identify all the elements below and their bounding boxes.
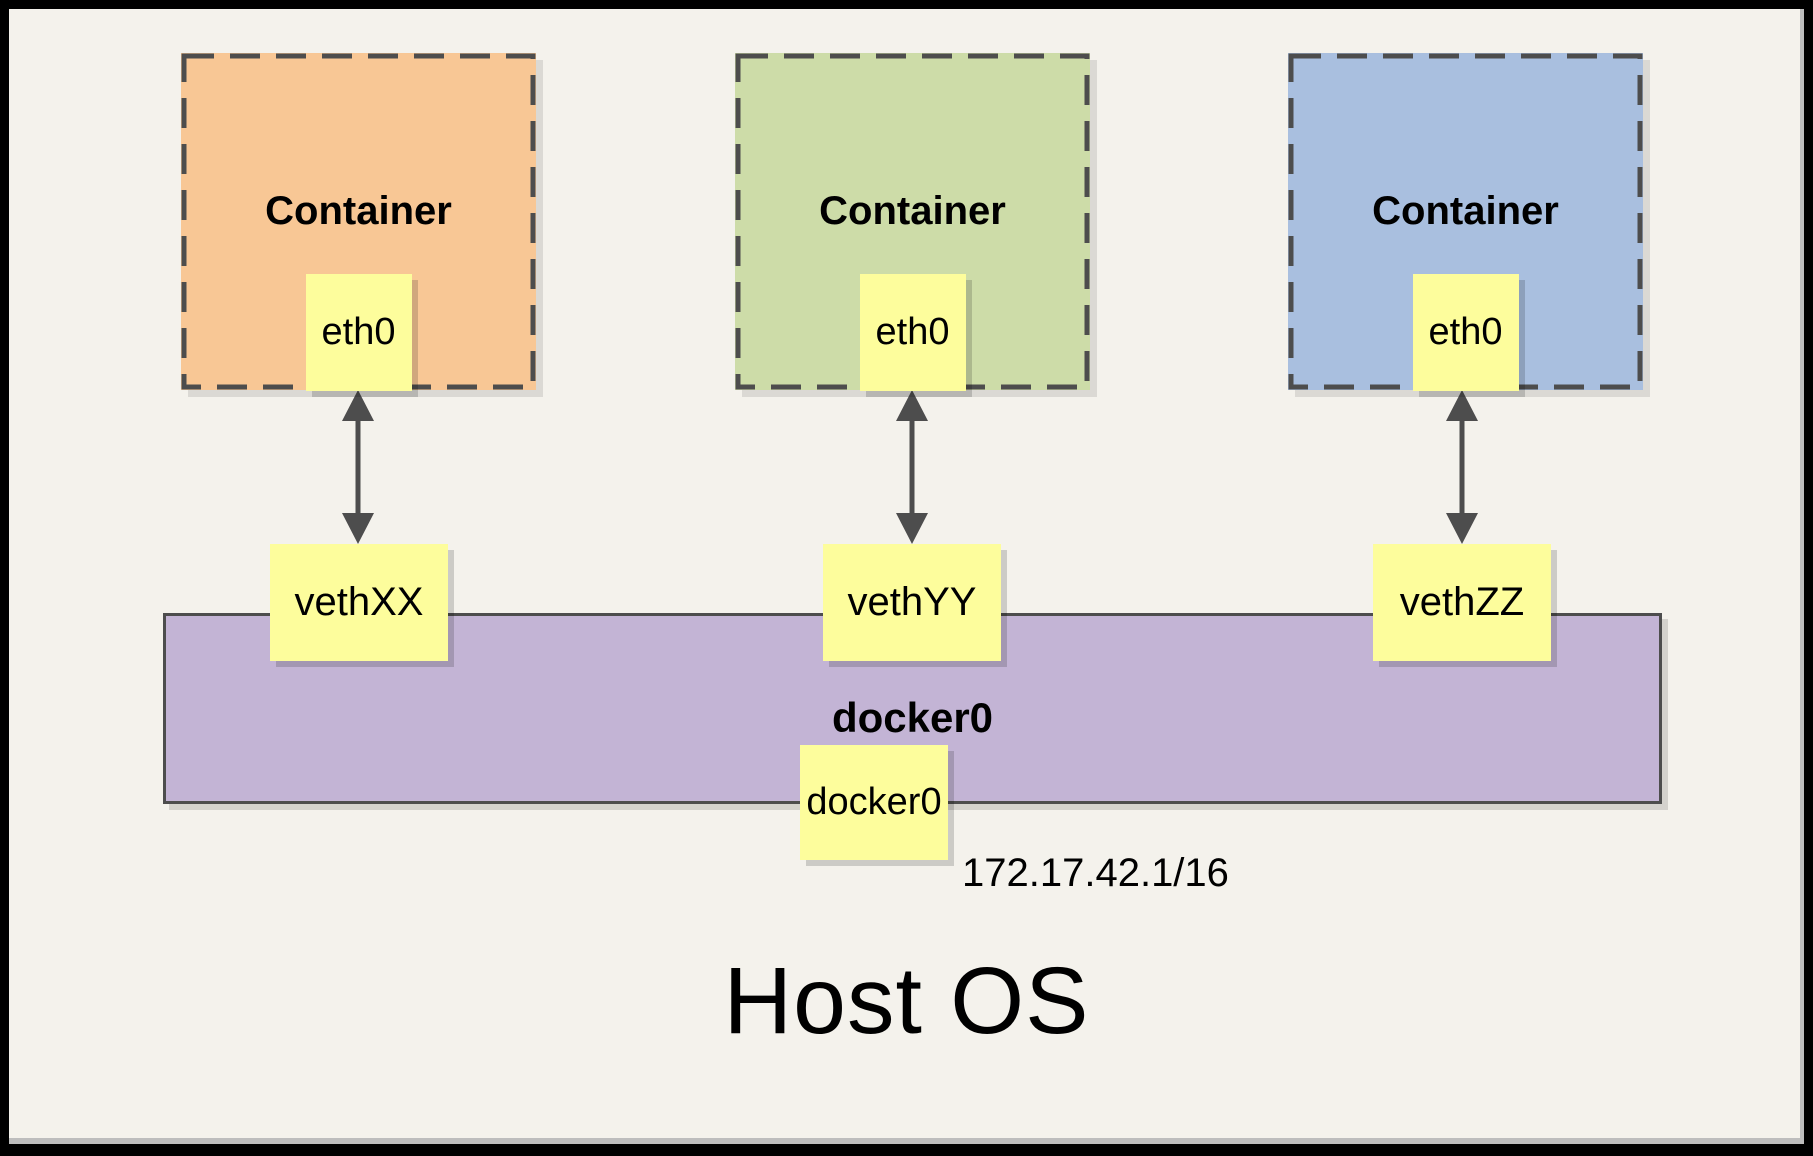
veth-interface-note: vethXX [270,544,448,661]
veth-link-arrow [342,390,374,544]
docker0-bridge-label: docker0 [831,694,994,741]
eth0-interface-label: eth0 [321,311,396,353]
veth-interface-label: vethZZ [1399,580,1525,624]
container-box-3: Container eth0 [1288,53,1643,391]
veth-link-arrow [1446,390,1478,544]
eth0-interface-label: eth0 [1428,311,1503,353]
veth-interface-label: vethYY [847,580,977,624]
eth0-interface-note: eth0 [305,274,412,391]
docker0-interface-label: docker0 [806,781,942,823]
host-os-label: Host OS [723,948,1090,1054]
veth-interface-label: vethXX [294,580,424,624]
container-box-2: Container eth0 [735,53,1090,391]
container-label: Container [1372,189,1559,233]
docker0-interface-note: docker0 [800,745,948,860]
container-label: Container [819,189,1006,233]
eth0-interface-note: eth0 [1412,274,1519,391]
veth-interface-note: vethZZ [1373,544,1551,661]
container-label: Container [265,189,452,233]
veth-interface-note: vethYY [823,544,1001,661]
container-box-1: Container eth0 [181,53,536,391]
eth0-interface-note: eth0 [859,274,966,391]
bridge-ip-address: 172.17.42.1/16 [962,851,1229,895]
eth0-interface-label: eth0 [875,311,950,353]
host-os-panel: Container eth0 Container eth0 Container … [9,9,1804,1144]
veth-link-arrow [896,390,928,544]
